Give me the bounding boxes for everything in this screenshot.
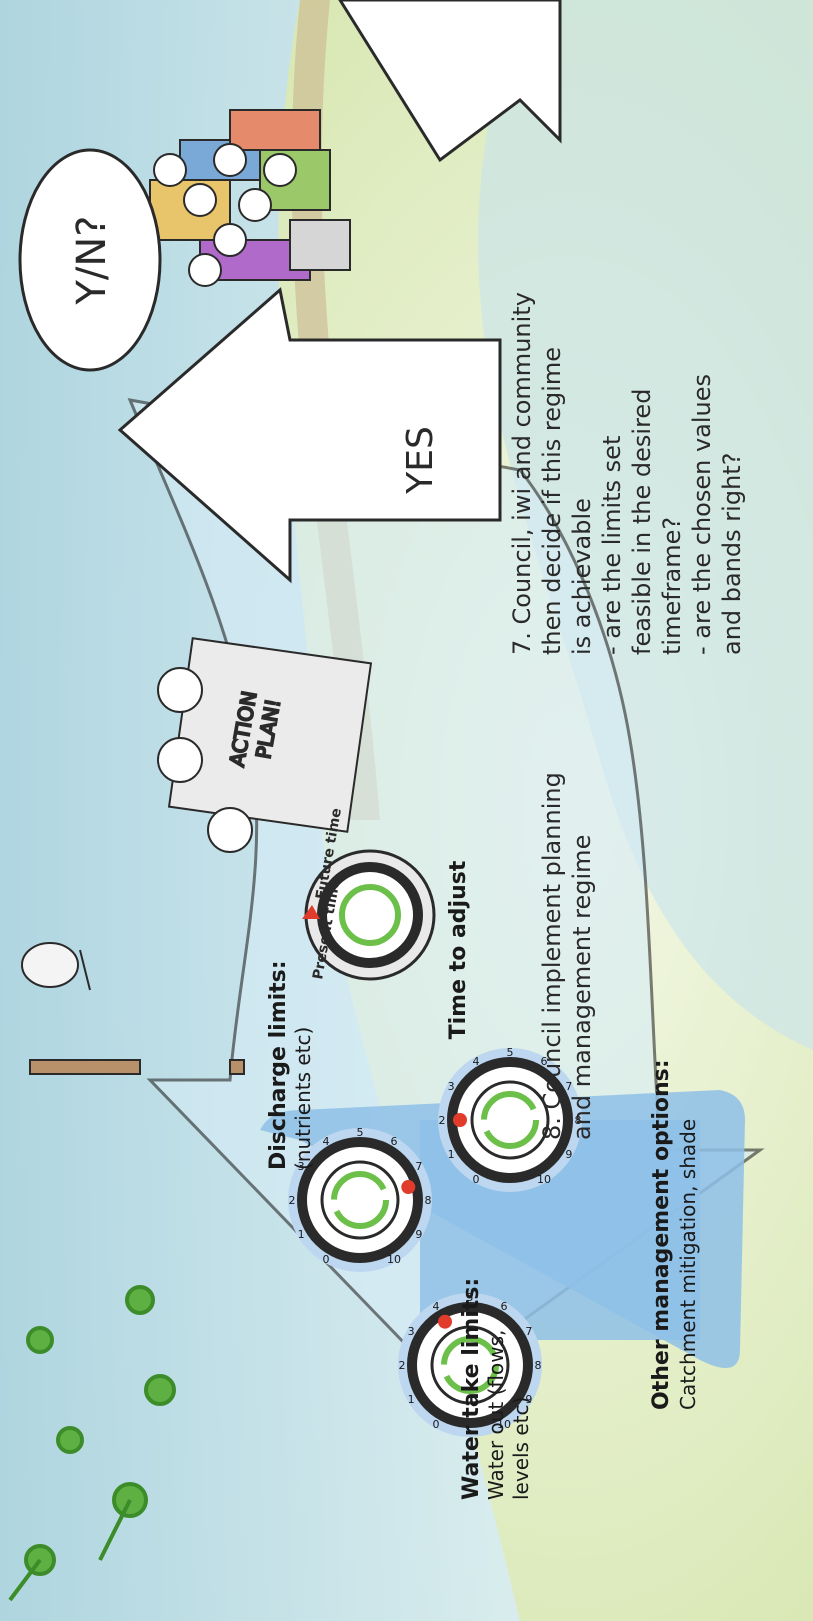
dial-tick-label: 8: [425, 1194, 432, 1207]
dial-tick-label: 6: [391, 1135, 398, 1148]
step8-line: and management regime: [568, 835, 596, 1140]
dial-tick-label: 0: [473, 1173, 480, 1186]
plants: [8, 1285, 176, 1602]
dials: 0 1 2 3 4 5 6 7 8 9 10 0 1 2 3 4 5 6 7 8 9 10 0 1 2 3 4 5 6 7 8 9 10: [288, 1046, 582, 1437]
dial-tick-label: 2: [439, 1114, 446, 1127]
step7-line: - are the chosen values: [688, 374, 716, 655]
dial-tick-label: 9: [565, 1148, 572, 1161]
dial-tick-label: 3: [408, 1325, 415, 1338]
dial-cycle-arrow: [481, 1091, 539, 1149]
dial-tick-label: 5: [357, 1126, 364, 1139]
time-to-adjust-dial: [302, 849, 436, 981]
speech-bubble-text: Y/N?: [69, 215, 115, 305]
dial-tick-label: 6: [541, 1055, 548, 1068]
dial-tick-label: 4: [323, 1135, 330, 1148]
top-arrow: [338, 0, 562, 163]
dial-tick-label: 3: [298, 1160, 305, 1173]
dial-tick-label: 1: [298, 1228, 305, 1241]
water-take-detail-2: levels etc): [509, 1397, 533, 1500]
fence-posts: [29, 1059, 245, 1075]
other-mgmt-detail: Catchment mitigation, shade: [676, 1119, 700, 1410]
dial-tick-label: 8: [535, 1359, 542, 1372]
dial-tick-label: 2: [289, 1194, 296, 1207]
discharge-title: Discharge limits:: [266, 960, 291, 1170]
time-pointer: [302, 905, 320, 919]
dial-tick-label: 10: [387, 1253, 401, 1266]
other-dial: 0 1 2 3 4 5 6 7 8 9 10: [438, 1046, 582, 1192]
discharge-detail: (nutrients etc): [291, 1027, 315, 1170]
yes-arrow: [117, 287, 502, 584]
time-to-adjust-title: Time to adjust: [446, 860, 471, 1039]
step7-line: - are the limits set: [598, 436, 626, 655]
dial-tick-label: 7: [525, 1325, 532, 1338]
dial-cycle-arrow: [441, 1336, 499, 1394]
step7-line: then decide if this regime: [538, 347, 566, 655]
dial-tick-label: 5: [467, 1291, 474, 1304]
step7-line: feasible in the desired: [628, 389, 656, 655]
water-take-dial: 0 1 2 3 4 5 6 7 8 9 10: [398, 1291, 542, 1437]
water-take-detail-1: Water out (flows,: [484, 1330, 508, 1500]
step7-line: timeframe?: [658, 517, 686, 655]
dial-tick-label: 6: [501, 1300, 508, 1313]
dial-tick-label: 7: [415, 1160, 422, 1173]
dial-tick-label: 2: [399, 1359, 406, 1372]
dial-tick-label: 9: [415, 1228, 422, 1241]
speech-bubble: Y/N?: [18, 148, 162, 372]
dial-tick-label: 10: [497, 1418, 511, 1431]
dial-pointer: [401, 1180, 416, 1195]
dial-tick-label: 0: [323, 1253, 330, 1266]
action-plan-group: ACTION PLAN!: [157, 637, 373, 853]
dial-tick-label: 4: [433, 1300, 440, 1313]
dial-tick-label: 1: [448, 1148, 455, 1161]
dial-tick-label: 1: [408, 1393, 415, 1406]
step7-line: and bands right?: [718, 453, 746, 655]
dial-tick-label: 9: [525, 1393, 532, 1406]
dial-tick-label: 7: [565, 1080, 572, 1093]
community-group: [149, 109, 351, 287]
dial-tick-label: 8: [575, 1114, 582, 1127]
step8-line: 8. Council implement planning: [538, 772, 566, 1140]
step7-line: is achievable: [568, 498, 596, 655]
dial-tick-label: 3: [448, 1080, 455, 1093]
dial-tick-label: 5: [507, 1046, 514, 1059]
dial-pointer: [453, 1113, 467, 1127]
dial-tick-label: 10: [537, 1173, 551, 1186]
discharge-dial: 0 1 2 3 4 5 6 7 8 9 10: [288, 1126, 432, 1272]
dial-tick-label: 0: [433, 1418, 440, 1431]
sheep: [21, 942, 91, 991]
water-take-title: Water take limits:: [459, 1278, 484, 1500]
river-upper: [478, 0, 813, 1050]
yes-label: YES: [400, 426, 441, 495]
other-mgmt-title: Other management options:: [649, 1059, 674, 1410]
dial-tick-label: 4: [473, 1055, 480, 1068]
dial-cycle-arrow: [331, 1171, 389, 1229]
step7-line: 7. Council, iwi and community: [508, 292, 536, 655]
dial-pointer: [438, 1314, 452, 1329]
